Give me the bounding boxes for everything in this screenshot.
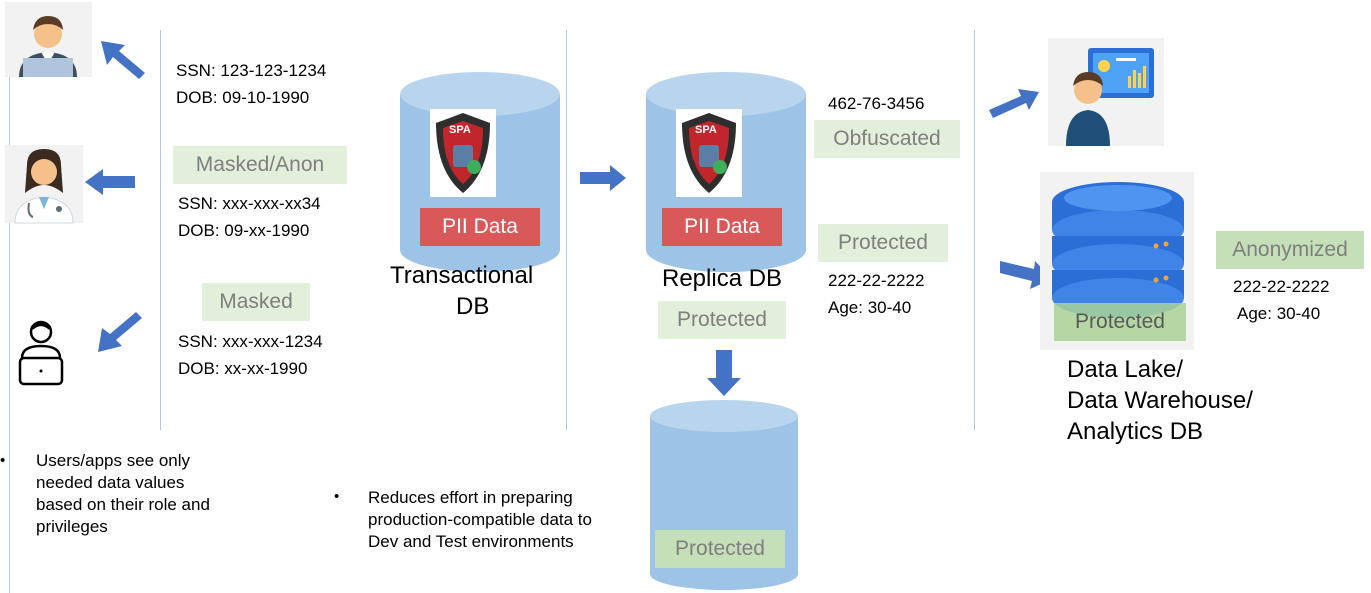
user3-ssn: SSN: xxx-xxx-1234 — [178, 332, 323, 351]
masked-badge: Masked — [202, 283, 310, 321]
transactional-db-label-2: DB — [456, 293, 490, 320]
protected-info-age: Age: 30-40 — [828, 298, 912, 317]
protected-info-badge: Protected — [818, 224, 948, 262]
replica-db-label: Replica DB — [662, 265, 783, 292]
arrow-to-datalake-icon — [1000, 261, 1052, 289]
dev-protected-badge: Protected — [655, 530, 785, 568]
laptop-user-icon — [16, 318, 66, 388]
datalake-protected-badge: Protected — [1054, 303, 1186, 341]
doctor-icon — [5, 145, 83, 224]
protected-info-value: 222-22-2222 — [828, 271, 925, 290]
divider-3 — [974, 30, 975, 430]
datalake-label-2: Data Warehouse/ — [1067, 387, 1253, 414]
analyst-value: 462-76-3456 — [828, 94, 925, 113]
divider-2 — [566, 30, 567, 430]
user2-ssn: SSN: xxx-xxx-xx34 — [178, 194, 321, 213]
transactional-shield-text: SPA — [449, 124, 471, 136]
shield-icon — [430, 109, 496, 197]
anonymized-value: 222-22-2222 — [1233, 277, 1330, 296]
businessman-icon — [5, 2, 92, 77]
middle-bullet-text: Reduces effort in preparing production-c… — [368, 488, 592, 551]
masked-anon-badge: Masked/Anon — [173, 146, 347, 184]
arrow-to-user1-icon — [101, 41, 145, 79]
user2-dob: DOB: 09-xx-1990 — [178, 221, 310, 240]
shield-icon — [676, 109, 742, 197]
left-bullet-dot: • — [0, 452, 6, 469]
divider-left-edge — [9, 25, 10, 593]
left-bullet-text: Users/apps see only needed data values b… — [36, 451, 210, 536]
analyst-icon — [1048, 38, 1164, 146]
replica-pii-badge: PII Data — [662, 208, 782, 246]
datalake-label-1: Data Lake/ — [1067, 356, 1184, 383]
user1-dob: DOB: 09-10-1990 — [176, 88, 310, 107]
arrow-down-icon — [707, 350, 741, 396]
anonymized-badge: Anonymized — [1216, 231, 1364, 269]
arrow-to-replica-icon — [580, 165, 626, 191]
replica-protected-badge: Protected — [658, 301, 786, 339]
datalake-label-3: Analytics DB — [1067, 418, 1204, 445]
transactional-db-label-1: Transactional — [390, 262, 534, 289]
user3-dob: DOB: xx-xx-1990 — [178, 359, 308, 378]
middle-bullet-dot: • — [334, 488, 340, 505]
anonymized-age: Age: 30-40 — [1237, 304, 1321, 323]
obfuscated-badge: Obfuscated — [814, 120, 960, 158]
user1-ssn: SSN: 123-123-1234 — [176, 61, 327, 80]
arrow-to-user3-icon — [98, 312, 142, 352]
divider-1 — [160, 30, 161, 430]
transactional-pii-badge: PII Data — [420, 208, 540, 246]
replica-shield-text: SPA — [695, 124, 717, 136]
arrow-to-user2-icon — [85, 169, 135, 195]
arrow-to-analyst-icon — [989, 89, 1039, 118]
